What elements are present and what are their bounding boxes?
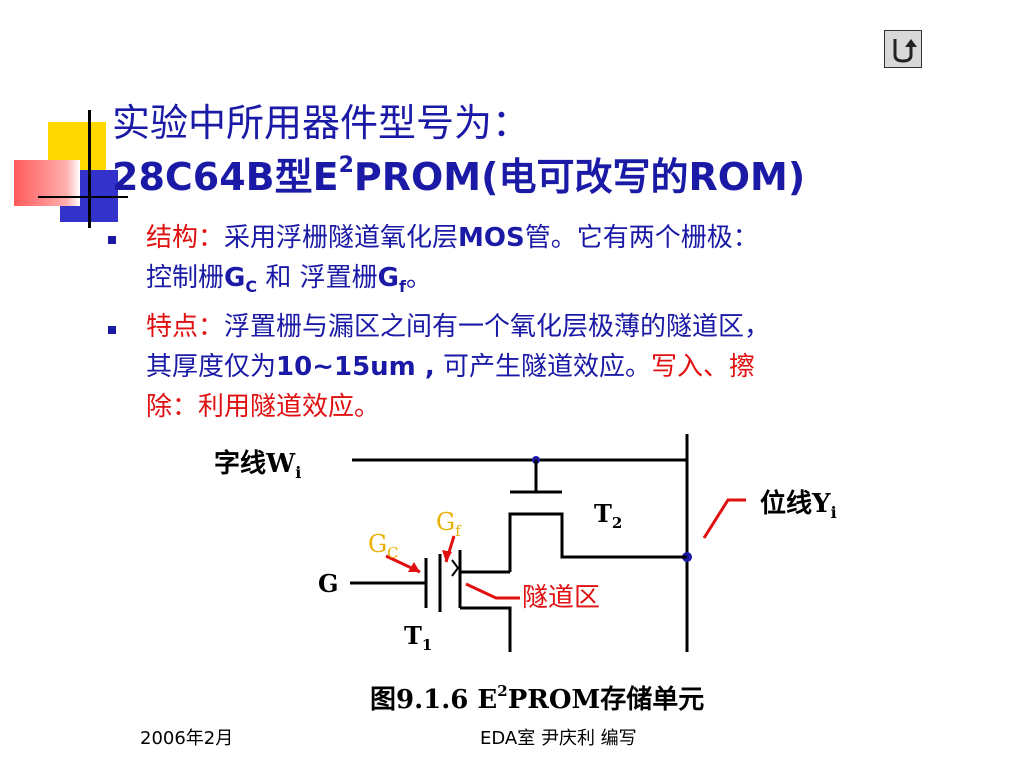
bullet-structure-line1: 结构：采用浮栅隧道氧化层MOS管。它有两个栅极： [146, 223, 759, 253]
gf-label: Gf [436, 508, 462, 540]
return-button[interactable] [884, 30, 922, 68]
word-line-label: 字线Wi [214, 448, 301, 482]
t2-channel [508, 512, 687, 572]
bullet-feature-line1: 特点：浮置栅与漏区之间有一个氧化层极薄的隧道区， [146, 312, 771, 342]
decor-red-block [14, 160, 80, 206]
bullet-marker [108, 326, 116, 334]
t1-source [460, 606, 512, 652]
footer-author: EDA室 尹庆利 编写 [480, 728, 637, 749]
t1-label: T1 [404, 621, 432, 654]
slide-title-line2: 28C64B型E2PROM(电可改写的ROM) [112, 153, 806, 199]
return-arrow-icon [893, 39, 917, 63]
figure-caption: 图9.1.6 E2PROM存储单元 [370, 682, 704, 715]
gate-g-label: G [318, 569, 339, 598]
bit-line-label: 位线Yi [760, 488, 837, 522]
bullet-marker [108, 236, 116, 244]
bullet-structure-line2: 控制栅GC 和 浮置栅Gf。 [146, 263, 432, 297]
footer-date: 2006年2月 [140, 728, 234, 749]
decor-vertical-line [88, 110, 91, 228]
tunnel-arrow [465, 582, 520, 600]
decor-horizontal-line [38, 196, 128, 198]
t2-label: T2 [594, 499, 622, 532]
t1-tunnel-bend [451, 559, 460, 577]
tunnel-label: 隧道区 [522, 583, 600, 613]
bitline-arrow [702, 498, 746, 539]
slide-title-line1: 实验中所用器件型号为： [112, 101, 531, 145]
gc-label: GC [368, 530, 399, 562]
bullet-feature-line3: 除：利用隧道效应。 [146, 392, 381, 422]
bullet-feature-line2: 其厚度仅为10~15um , 可产生隧道效应。写入、擦 [146, 352, 755, 382]
